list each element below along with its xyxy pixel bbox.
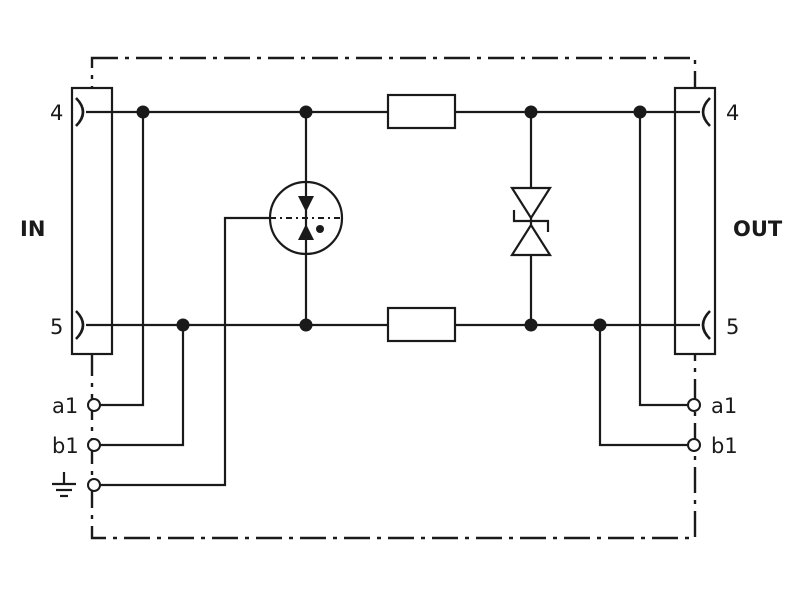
- in-pin-5-socket: [75, 310, 85, 340]
- in-pin-4-socket: [75, 97, 85, 127]
- out-label: OUT: [733, 217, 783, 241]
- out-side-taps: [598, 112, 688, 447]
- out-b1-label: b1: [711, 434, 738, 458]
- in-pin-4-label: 4: [50, 101, 63, 125]
- out-pin-5-label: 5: [726, 315, 739, 339]
- in-a1-terminal: [87, 398, 101, 412]
- junction-dots: [136, 105, 647, 332]
- out-pin-5-socket: [701, 310, 711, 340]
- in-label: IN: [20, 217, 45, 241]
- bidirectional-tvs-diode-icon: [510, 112, 552, 325]
- in-b1-terminal: [87, 438, 101, 452]
- out-terminals: [687, 398, 701, 452]
- in-terminals: [87, 398, 101, 492]
- out-pin-4-socket: [701, 97, 711, 127]
- ground-terminal: [87, 478, 101, 492]
- enclosure-outline: [90, 56, 697, 540]
- out-a1-label: a1: [711, 394, 737, 418]
- gas-discharge-tube-icon: [92, 112, 344, 487]
- out-b1-terminal: [687, 438, 701, 452]
- in-b1-label: b1: [52, 434, 79, 458]
- out-connector-block: [673, 86, 717, 356]
- resistor-icon: [386, 306, 457, 343]
- out-a1-terminal: [687, 398, 701, 412]
- in-connector-block: [70, 86, 114, 356]
- top-line: [86, 93, 700, 130]
- resistor-icon: [386, 93, 457, 130]
- bottom-line: [86, 306, 700, 343]
- in-pin-5-label: 5: [50, 315, 63, 339]
- out-pin-4-label: 4: [726, 101, 739, 125]
- in-a1-label: a1: [52, 394, 78, 418]
- ground-icon: [52, 472, 76, 498]
- in-side-taps: [100, 112, 185, 447]
